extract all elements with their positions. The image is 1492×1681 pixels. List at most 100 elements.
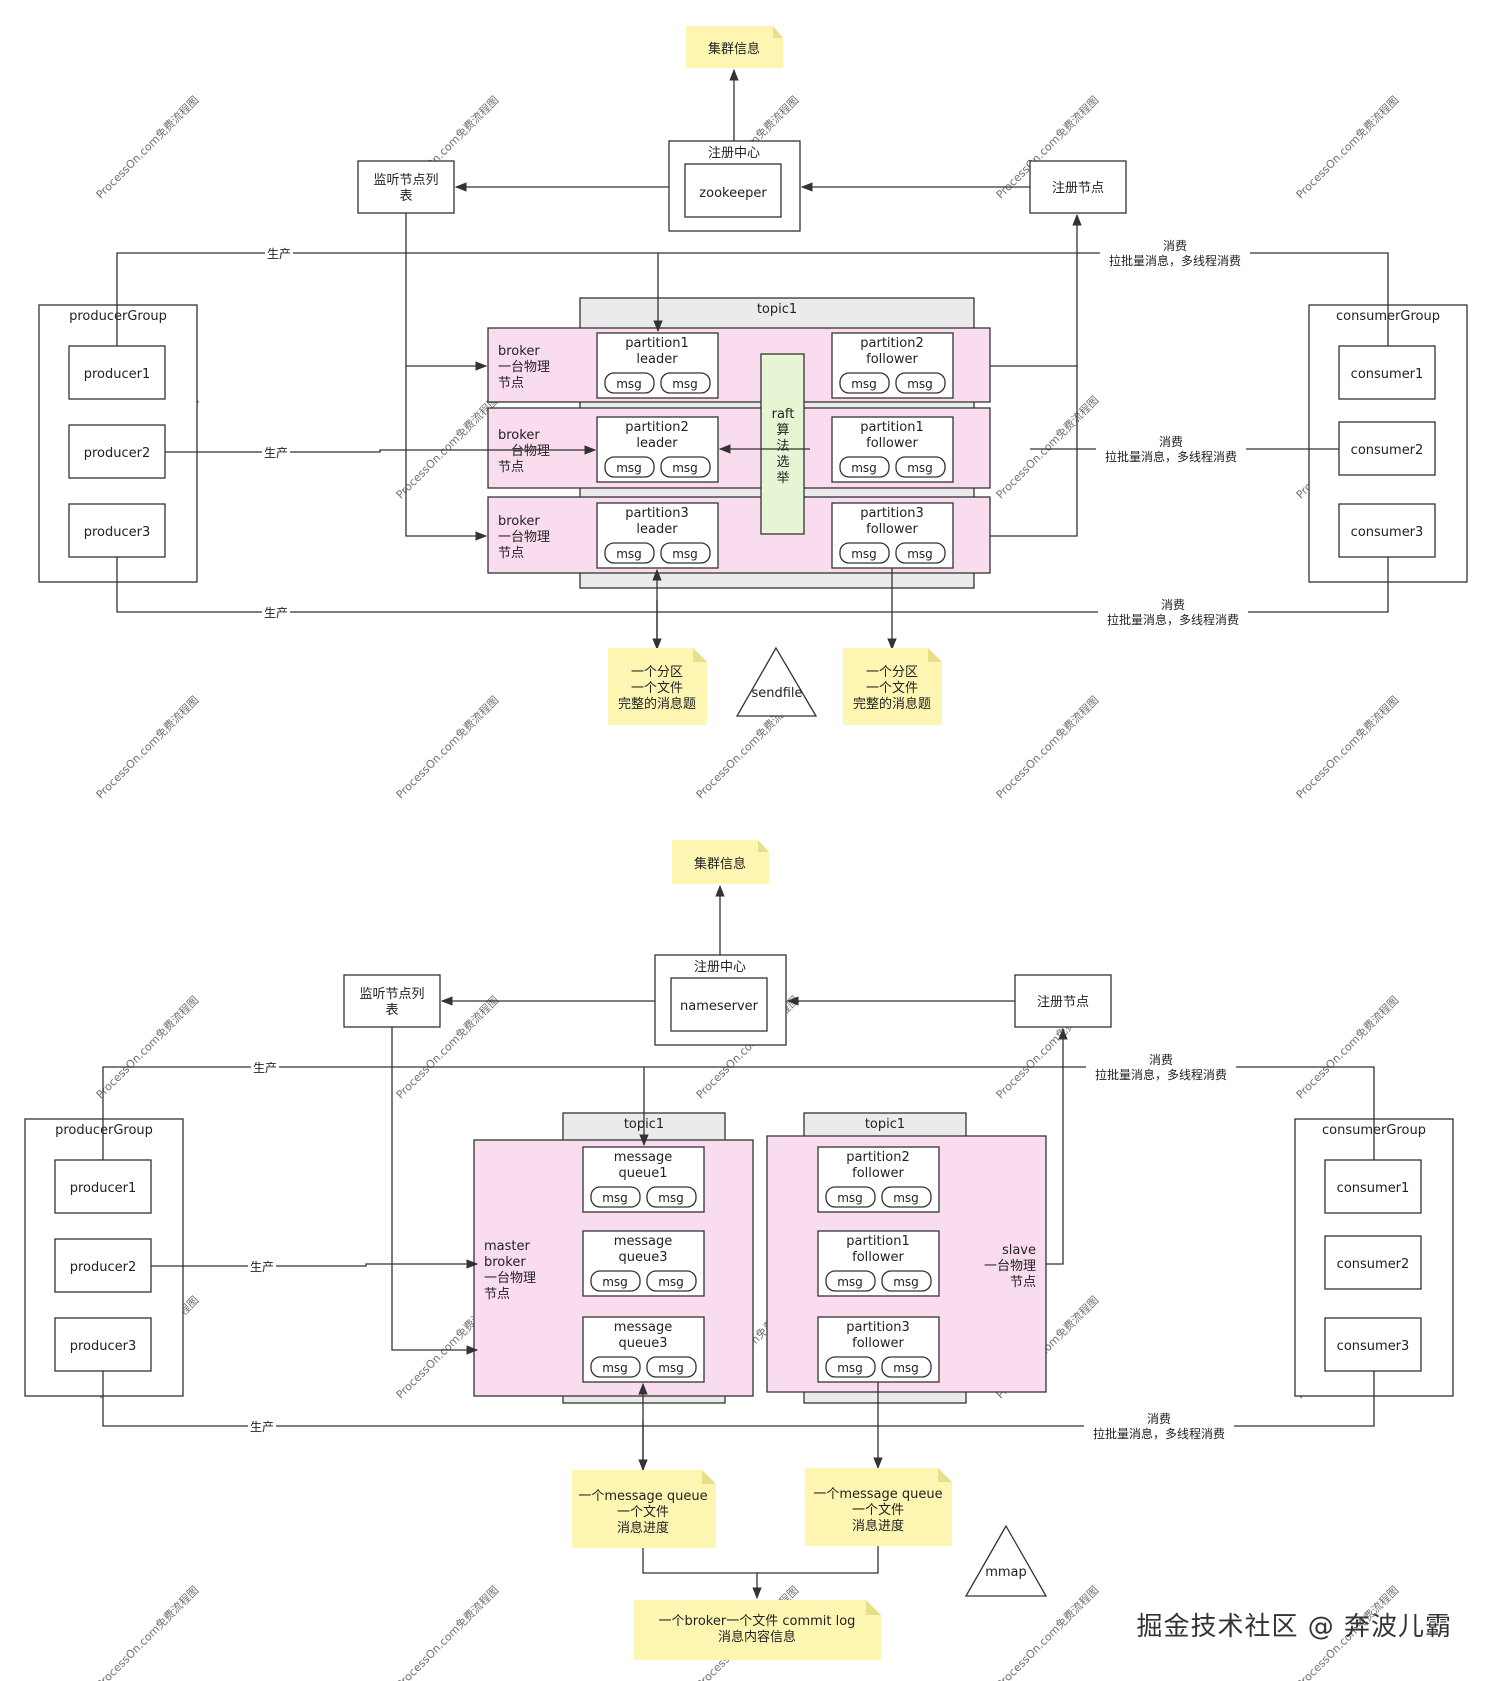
kafka-produce-routes bbox=[116, 213, 1389, 651]
rocket-note-right-line1: 一个message queue bbox=[813, 1487, 942, 1502]
rocket-f1-line2: follower bbox=[852, 1166, 904, 1181]
kafka-register-node-box: 注册节点 bbox=[1029, 160, 1127, 214]
rocket-consume-label-1b: 拉批量消息，多线程消费 bbox=[1095, 1067, 1227, 1082]
kafka-partition3-leader: partition3 leader msg msg bbox=[596, 502, 719, 569]
rocket-follower-1: partition2 follower msg msg bbox=[817, 1146, 940, 1213]
kafka-topic-title: topic1 bbox=[757, 302, 797, 317]
rocket-queue-file-note-right: 一个message queue 一个文件 消息进度 bbox=[805, 1468, 952, 1546]
kafka-partition1-follower: partition1 follower msg msg bbox=[831, 416, 954, 483]
rocket-message-queue-3: message queue3 msg msg bbox=[582, 1316, 705, 1383]
kafka-producer1: producer1 bbox=[84, 367, 151, 382]
kafka-listen-list-box: 监听节点列 表 bbox=[357, 160, 455, 214]
kafka-partition-file-note-left: 一个分区 一个文件 完整的消息题 bbox=[608, 648, 707, 725]
rocket-f1-line1: partition2 bbox=[846, 1150, 909, 1165]
rocket-f1-msg-a: msg bbox=[837, 1191, 863, 1205]
rocket-mmap-text: mmap bbox=[985, 1565, 1027, 1580]
rocket-f2-line1: partition1 bbox=[846, 1234, 909, 1249]
rocket-producer-group-title: producerGroup bbox=[55, 1123, 153, 1138]
rocket-f2-line2: follower bbox=[852, 1250, 904, 1265]
kafka-partition-file-note-right: 一个分区 一个文件 完整的消息题 bbox=[843, 648, 942, 725]
rocket-mq3-line1: message bbox=[614, 1320, 672, 1335]
rocket-topic-right-title: topic1 bbox=[865, 1117, 905, 1132]
kafka-registry-title: 注册中心 bbox=[708, 146, 760, 161]
rocket-mq2-line2: queue3 bbox=[619, 1250, 668, 1265]
kafka-producer2: producer2 bbox=[84, 446, 151, 461]
rocket-f3-line2: follower bbox=[852, 1336, 904, 1351]
kafka-note-right-line1: 一个分区 bbox=[866, 665, 918, 680]
rocket-follower-3: partition3 follower msg msg bbox=[817, 1316, 940, 1383]
rocket-master-line4: 节点 bbox=[484, 1287, 510, 1302]
kafka-zookeeper-label: zookeeper bbox=[699, 186, 767, 201]
rocket-queue-file-note-left: 一个message queue 一个文件 消息进度 bbox=[572, 1470, 716, 1548]
kafka-pl2-line2: leader bbox=[636, 436, 678, 451]
rocket-producer2: producer2 bbox=[70, 1260, 137, 1275]
watermark-text: ProcessOn.com免费流程图 bbox=[1293, 93, 1401, 201]
kafka-register-node-text: 注册节点 bbox=[1052, 181, 1104, 196]
kafka-consume-label-1b: 拉批量消息，多线程消费 bbox=[1109, 253, 1241, 268]
kafka-listen-list-line1: 监听节点列 bbox=[373, 173, 438, 188]
rocket-registry: 注册中心 nameserver bbox=[654, 954, 787, 1046]
rocket-note-left-line2: 一个文件 bbox=[617, 1505, 669, 1520]
watermark-text: ProcessOn.com免费流程图 bbox=[993, 393, 1101, 501]
kafka-pl2-msg-a: msg bbox=[616, 461, 642, 475]
rocket-mq2-msg-a: msg bbox=[602, 1275, 628, 1289]
kafka-raft-election: raft 算 法 选 举 bbox=[760, 353, 805, 535]
rocket-f2-msg-b: msg bbox=[893, 1275, 919, 1289]
kafka-broker1-line1: broker bbox=[498, 344, 540, 359]
kafka-produce-label-2: 生产 bbox=[264, 446, 288, 460]
rocket-mmap-triangle: mmap bbox=[964, 1524, 1048, 1597]
kafka-pl3-msg-a: msg bbox=[616, 547, 642, 561]
kafka-partition2-follower: partition2 follower msg msg bbox=[831, 332, 954, 399]
kafka-pl3-line2: leader bbox=[636, 522, 678, 537]
rocket-f1-msg-b: msg bbox=[893, 1191, 919, 1205]
rocket-slave-line3: 节点 bbox=[1010, 1275, 1036, 1290]
rocket-producer1: producer1 bbox=[70, 1181, 137, 1196]
rocket-note-left-line1: 一个message queue bbox=[578, 1489, 707, 1504]
kafka-broker1-line3: 节点 bbox=[498, 376, 524, 391]
kafka-cluster-info-note: 集群信息 bbox=[686, 26, 783, 68]
rocket-slave-line2: 一台物理 bbox=[984, 1259, 1036, 1274]
watermark-text: ProcessOn.com免费流程图 bbox=[1293, 693, 1401, 801]
kafka-pr2-line1: partition1 bbox=[860, 420, 923, 435]
kafka-listen-list-line2: 表 bbox=[399, 189, 412, 204]
rocket-message-queue-1: message queue1 msg msg bbox=[582, 1146, 705, 1213]
kafka-note-left-line1: 一个分区 bbox=[631, 665, 683, 680]
watermark-text: ProcessOn.com免费流程图 bbox=[93, 93, 201, 201]
rocket-nameserver-label: nameserver bbox=[680, 999, 759, 1014]
kafka-partition1-leader: partition1 leader msg msg bbox=[596, 332, 719, 399]
rocket-mq2-line1: message bbox=[614, 1234, 672, 1249]
watermark-text: ProcessOn.com免费流程图 bbox=[993, 1583, 1101, 1681]
kafka-pr1-line1: partition2 bbox=[860, 336, 923, 351]
kafka-pr1-line2: follower bbox=[866, 352, 918, 367]
rocket-consume-label-2a: 消费 bbox=[1147, 1412, 1171, 1426]
rocket-register-node-text: 注册节点 bbox=[1037, 995, 1089, 1010]
rocket-listen-list-box: 监听节点列 表 bbox=[343, 974, 441, 1028]
rocket-producer-group: producerGroup producer1 producer2 produc… bbox=[24, 1118, 184, 1397]
kafka-broker3-line3: 节点 bbox=[498, 546, 524, 561]
watermark-text: ProcessOn.com免费流程图 bbox=[393, 393, 501, 501]
kafka-raft-line2: 算 bbox=[776, 423, 789, 438]
kafka-consumer3: consumer3 bbox=[1351, 525, 1424, 540]
rocket-f3-msg-a: msg bbox=[837, 1361, 863, 1375]
kafka-sendfile-triangle: sendfile bbox=[735, 646, 818, 717]
kafka-pl1-msg-a: msg bbox=[616, 377, 642, 391]
kafka-pr3-line2: follower bbox=[866, 522, 918, 537]
kafka-broker2-line1: broker bbox=[498, 428, 540, 443]
rocket-f2-msg-a: msg bbox=[837, 1275, 863, 1289]
kafka-raft-line4: 选 bbox=[776, 455, 789, 470]
kafka-producer3: producer3 bbox=[84, 525, 151, 540]
kafka-consumer2: consumer2 bbox=[1351, 443, 1424, 458]
rocket-commitlog-line1: 一个broker一个文件 commit log bbox=[659, 1614, 856, 1629]
rocket-message-queue-2: message queue3 msg msg bbox=[582, 1230, 705, 1297]
rocket-mq3-msg-a: msg bbox=[602, 1361, 628, 1375]
kafka-pr1-msg-b: msg bbox=[907, 377, 933, 391]
kafka-pl2-line1: partition2 bbox=[625, 420, 688, 435]
kafka-consume-label-1a: 消费 bbox=[1163, 239, 1187, 253]
watermark-text: ProcessOn.com免费流程图 bbox=[93, 1583, 201, 1681]
rocket-slave-line1: slave bbox=[1002, 1243, 1036, 1258]
rocket-producer3: producer3 bbox=[70, 1339, 137, 1354]
rocket-consumer-group: consumerGroup consumer1 consumer2 consum… bbox=[1294, 1118, 1454, 1397]
rocket-register-node-box: 注册节点 bbox=[1014, 974, 1112, 1028]
kafka-note-left-line2: 一个文件 bbox=[631, 681, 683, 696]
rocket-master-line2: broker bbox=[484, 1255, 526, 1270]
